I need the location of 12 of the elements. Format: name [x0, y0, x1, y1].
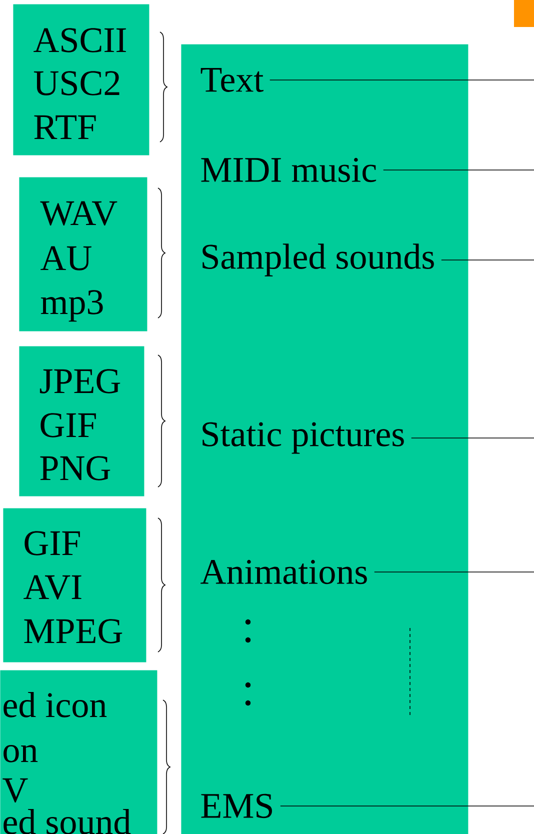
media-label: Static pictures	[202, 422, 404, 454]
media-label: EMS	[201, 794, 272, 818]
media-label: Text	[200, 68, 264, 92]
format-box: ASCII USC2 RTF	[13, 4, 150, 156]
media-label: Sampled sounds	[202, 244, 434, 276]
format-box: WAV AU mp3	[19, 177, 148, 332]
media-label: Animations	[200, 560, 367, 584]
media-label: MIDI music	[201, 158, 376, 182]
format-box: GIF AVI MPEG	[3, 508, 146, 662]
format-box: JPEG GIF PNG	[19, 346, 144, 496]
format-box: ed icon on V ed sound	[0, 670, 158, 834]
panel	[181, 44, 468, 834]
